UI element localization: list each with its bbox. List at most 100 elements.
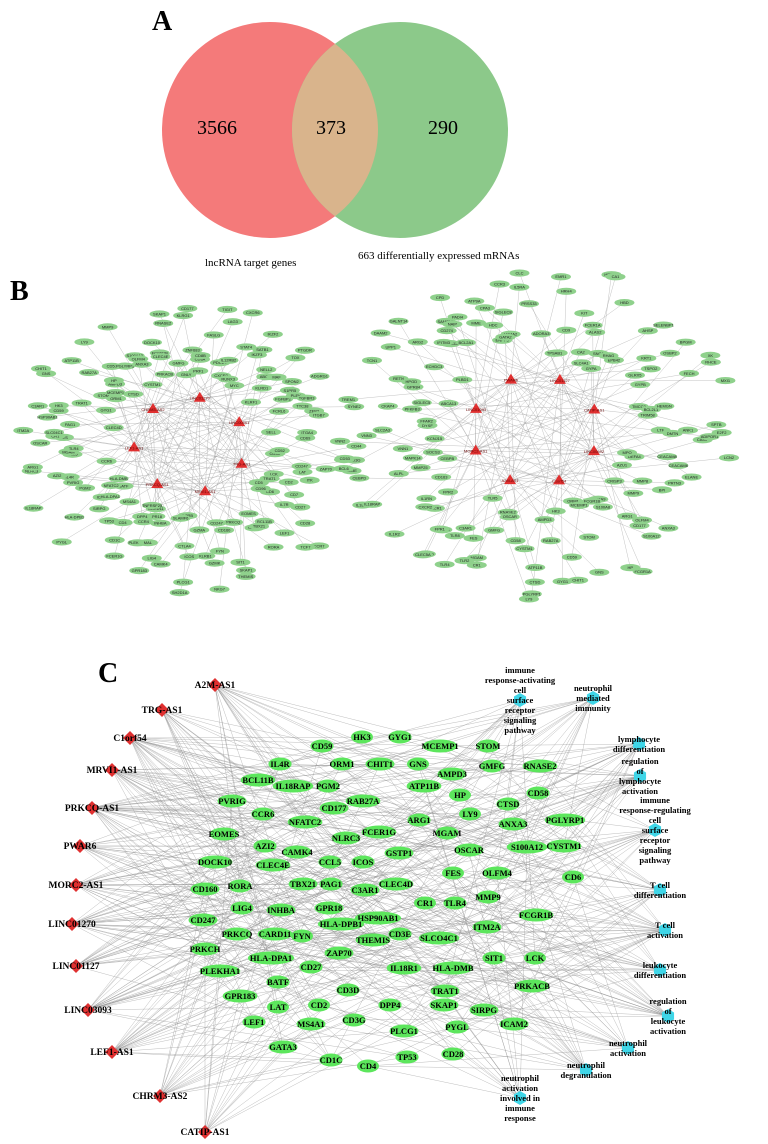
network-b-edge <box>427 425 476 451</box>
network-b-gene-node: NKG7 <box>209 585 230 593</box>
gene-label: THEMIS <box>356 935 390 945</box>
network-b-gene-node: STAT4 <box>236 343 257 351</box>
gene-node-shape <box>700 351 721 359</box>
network-b-gene-node: HP <box>103 376 124 385</box>
gene-node-label: BCL11B <box>257 519 272 524</box>
network-c-edge <box>507 803 661 971</box>
gene-node-shape <box>675 338 696 346</box>
network-c-edge <box>379 697 594 765</box>
gene-node-label: PRSS33 <box>521 301 537 306</box>
gene-node-shape <box>582 321 603 329</box>
network-c-edge <box>513 929 666 1025</box>
network-b-gene-node: ARG1 <box>22 463 43 471</box>
gene-label: CD3D <box>337 985 360 995</box>
network-c-edge <box>75 832 448 967</box>
network-b-edge <box>476 373 690 409</box>
gene-node-label: ELANE <box>685 474 698 479</box>
network-b-edge <box>199 397 247 571</box>
gene-node-label: ATP11B <box>65 358 80 363</box>
network-c-edge <box>277 829 656 1008</box>
gene-ellipse <box>406 779 442 793</box>
gene-node-shape <box>377 402 398 410</box>
gene-node-label: CCR6 <box>101 459 113 464</box>
go-term-label-line: T cell <box>655 920 676 930</box>
gene-node: CD177 <box>319 801 349 815</box>
gene-node-label: TLR8 <box>450 533 461 538</box>
network-c-edge <box>204 957 536 1133</box>
gene-node-label: OLFM4 <box>635 518 649 523</box>
network-b-gene-node: PRF1 <box>188 367 209 375</box>
gene-node-shape <box>63 478 84 487</box>
network-b-gene-node: CEACAM8 <box>657 452 678 461</box>
network-b-edge <box>559 379 673 434</box>
gene-node-label: SELENBP1 <box>653 322 674 327</box>
network-c-edge <box>111 957 272 1053</box>
gene-node-label: AHSP <box>642 328 653 333</box>
gene-node-shape <box>89 505 110 513</box>
gene-node-label: FCER1A <box>585 323 601 328</box>
network-b-gene-node: SOCS3 <box>422 448 443 456</box>
gene-node-shape <box>108 474 129 483</box>
gene-node: RAB27A <box>345 794 381 808</box>
gene-node-label: KLRF1 <box>245 400 258 405</box>
network-c-edge <box>75 800 364 886</box>
network-c-edge <box>159 792 539 1097</box>
gene-node: PRKCH <box>190 942 221 956</box>
network-b-gene-node: SLC4A1 <box>571 359 592 367</box>
go-term-label-line: activation <box>502 1083 538 1093</box>
network-b-edge <box>239 422 265 522</box>
network-b-edge <box>57 475 206 492</box>
network-b-gene-node: IL18RAP <box>23 504 44 512</box>
network-b-gene-node: PLCG1 <box>173 578 194 586</box>
gene-node-shape <box>333 465 354 473</box>
network-b-gene-node: FASLG <box>203 331 224 339</box>
go-term-hexagon <box>579 1063 593 1077</box>
gene-node-shape <box>388 317 409 325</box>
gene-node-label: TTC38 <box>296 403 309 408</box>
gene-label: CD6 <box>565 872 582 882</box>
network-b-gene-node: SELENBP1 <box>653 321 675 329</box>
gene-node-shape <box>248 479 269 487</box>
network-b-gene-node: IKZF2 <box>262 330 283 338</box>
network-b-edge <box>70 421 240 425</box>
network-c-edge <box>159 967 454 1097</box>
network-b-edge <box>239 350 306 423</box>
gene-node: ANXA3 <box>498 817 528 831</box>
network-b-edge <box>118 463 242 479</box>
network-c-edge <box>378 831 587 1071</box>
lncrna-node: CATIP-AS1 <box>181 1125 230 1139</box>
network-b-hub-node: MRVI1-AS1 <box>195 485 216 496</box>
gene-node-shape <box>79 368 100 377</box>
gene-node: PVRIG <box>217 794 247 808</box>
network-b-edge <box>443 342 560 381</box>
network-b-gene-node: TLR4 <box>434 560 455 569</box>
network-b-gene-node: HRH4 <box>556 287 577 295</box>
network-b-edge <box>205 463 242 556</box>
network-b-hub-node: PRKCQ-AS1 <box>146 477 170 488</box>
gene-node: INHBA <box>266 903 296 917</box>
gene-ellipse <box>308 998 330 1012</box>
gene-node-shape <box>424 434 445 443</box>
gene-node-shape <box>27 402 48 410</box>
go-term-label-line: activation <box>610 1048 646 1058</box>
network-c-edge <box>202 919 587 1071</box>
network-c-edge <box>496 872 661 971</box>
network-b-gene-node: HLA-DMB <box>108 474 129 483</box>
network-b-gene-node: FES <box>463 534 484 542</box>
gene-node: RORA <box>227 879 253 893</box>
panel-label-a: A <box>152 6 173 37</box>
gene-node-shape <box>617 512 638 520</box>
gene-node-label: HP <box>628 565 634 570</box>
lncrna-node: C1orf54 <box>113 731 147 745</box>
network-c-edge <box>71 923 340 954</box>
gene-node-label: CD1C <box>109 537 120 542</box>
gene-node-label: CD5 <box>255 480 264 485</box>
hub-label: TRG-AS1 <box>233 462 251 467</box>
network-b-edge <box>73 421 240 483</box>
network-b-gene-node: CD52 <box>269 447 290 455</box>
gene-ellipse <box>378 998 402 1012</box>
go-term-label-line: neutrophil <box>567 1060 606 1070</box>
gene-node: EOMES <box>209 827 240 841</box>
